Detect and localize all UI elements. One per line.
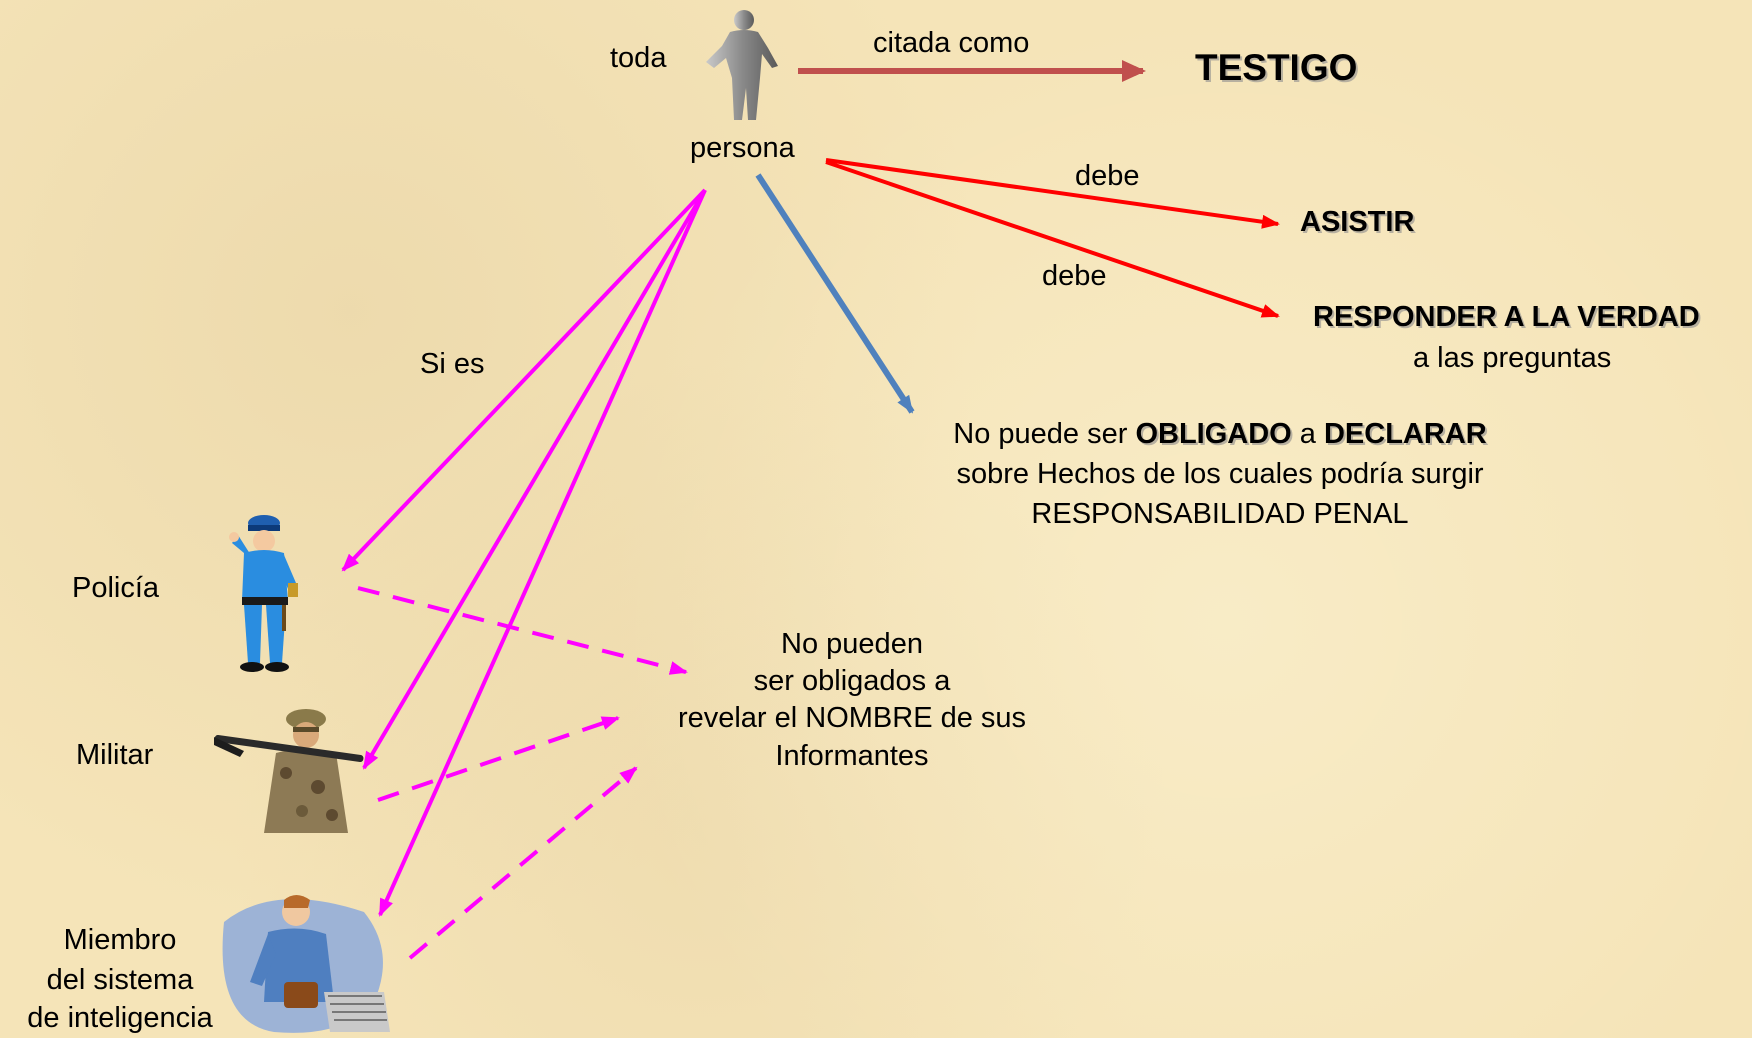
label-si-es: Si es: [420, 348, 485, 380]
dashed-arrow-miembro: [408, 766, 638, 960]
arrow-miembro: [378, 189, 707, 917]
no-puede-text: No puede ser: [953, 418, 1136, 450]
arrow-no-puede: [755, 173, 915, 414]
label-militar: Militar: [76, 739, 154, 771]
arrow-policia: [341, 188, 707, 572]
dashed-arrow-policia: [357, 586, 688, 675]
declarar-text: DECLARAR: [1323, 418, 1487, 450]
arrow-militar: [362, 188, 707, 770]
label-citada-como: citada como: [873, 27, 1030, 59]
arrow-responder: [825, 160, 1280, 318]
label-toda: toda: [610, 42, 667, 74]
label-miembro-2: del sistema: [46, 964, 194, 996]
person-icon: [706, 10, 778, 120]
label-miembro-1: Miembro: [63, 924, 177, 956]
no-pueden-line-2: ser obligados a: [753, 665, 951, 697]
obligado-text: OBLIGADO: [1135, 418, 1292, 450]
label-debe-responder: debe: [1042, 260, 1107, 292]
label-asistir: ASISTIR: [1300, 206, 1415, 238]
arrow-asistir: [825, 158, 1280, 229]
no-pueden-line-1: No pueden: [781, 628, 923, 660]
no-pueden-line-4: Informantes: [775, 740, 929, 772]
label-responder: RESPONDER A LA VERDAD: [1313, 301, 1700, 333]
no-pueden-line-3: revelar el NOMBRE de sus: [677, 702, 1027, 734]
label-persona: persona: [690, 132, 795, 164]
dashed-arrow-militar: [377, 716, 620, 802]
label-a-las-preguntas: a las preguntas: [1413, 342, 1612, 374]
soldier-icon: [214, 709, 364, 833]
label-testigo: TESTIGO: [1195, 47, 1358, 88]
label-policia: Policía: [72, 572, 160, 604]
police-icon: [229, 515, 298, 672]
intelligence-agent-icon: [222, 895, 390, 1033]
label-debe-asistir: debe: [1075, 160, 1140, 192]
no-puede-line-1: No puede ser OBLIGADO a DECLARAR: [880, 416, 1560, 452]
a-text: a: [1291, 418, 1324, 450]
no-puede-line-3: RESPONSABILIDAD PENAL: [1031, 498, 1409, 530]
no-puede-line-2: sobre Hechos de los cuales podría surgir: [956, 458, 1484, 490]
label-miembro-3: de inteligencia: [27, 1002, 213, 1034]
